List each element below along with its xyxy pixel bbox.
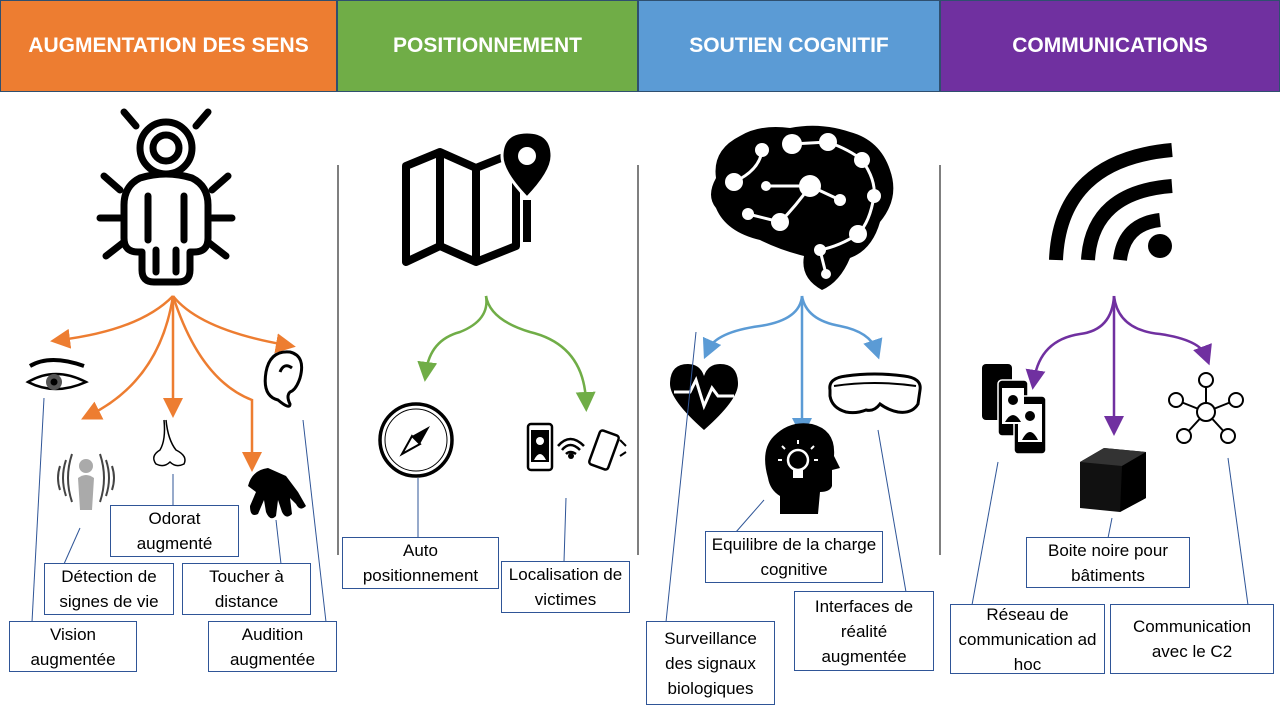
hand-touch-icon (248, 468, 306, 519)
header-soutien-cognitif: SOUTIEN COGNITIF (638, 0, 940, 92)
column-separator (939, 165, 941, 555)
label-toucher-distance: Toucher à distance (182, 563, 311, 615)
head-lightbulb-icon (765, 423, 840, 514)
victim-localisation-icon (526, 422, 627, 472)
label-reseau-communication-ad-hoc: Réseau de communication ad hoc (950, 604, 1105, 674)
phones-network-icon (982, 364, 1047, 455)
augmented-person-icon (96, 108, 236, 286)
label-auto-positionnement: Auto positionnement (342, 537, 499, 589)
vital-signs-detection-icon (57, 453, 115, 510)
column-separator (637, 165, 639, 555)
heart-pulse-icon (670, 364, 738, 430)
orange-branch-arrows (50, 295, 296, 472)
purple-branch-arrows (1025, 295, 1212, 436)
wifi-signal-icon (1049, 143, 1173, 262)
label-detection-signes-vie: Détection de signes de vie (44, 563, 174, 615)
label-vision-augmentee: Vision augmentée (9, 621, 137, 672)
connector-lines (971, 457, 1249, 606)
ear-icon (263, 350, 304, 408)
header-communications: COMMUNICATIONS (940, 0, 1280, 92)
brain-network-icon (711, 125, 894, 290)
blue-branch-arrows (702, 295, 883, 438)
green-branch-arrows (417, 295, 596, 412)
label-interfaces-realite-augmentee: Interfaces de réalité augmentée (794, 591, 934, 671)
black-box-icon (1080, 448, 1146, 512)
label-audition-augmentee: Audition augmentée (208, 621, 337, 672)
connector-lines (417, 478, 567, 563)
label-surveillance-signaux-biologiques: Surveillance des signaux biologiques (646, 621, 775, 705)
network-hub-icon (1168, 372, 1244, 444)
label-localisation-victimes: Localisation de victimes (501, 561, 630, 613)
header-positionnement: POSITIONNEMENT (337, 0, 638, 92)
label-equilibre-charge-cognitive: Equilibre de la charge cognitive (705, 531, 883, 583)
header-augmentation-des-sens: AUGMENTATION DES SENS (0, 0, 337, 92)
label-communication-c2: Communication avec le C2 (1110, 604, 1274, 674)
map-pin-icon (402, 130, 554, 266)
label-odorat-augmente: Odorat augmenté (110, 505, 239, 557)
nose-icon (153, 419, 186, 467)
eye-icon (25, 358, 89, 391)
connector-lines (665, 331, 907, 623)
label-boite-noire-batiments: Boite noire pour bâtiments (1026, 537, 1190, 588)
compass-icon (378, 402, 454, 478)
column-separator (337, 165, 339, 555)
connector-lines (31, 397, 327, 623)
ar-glasses-icon (828, 372, 922, 415)
